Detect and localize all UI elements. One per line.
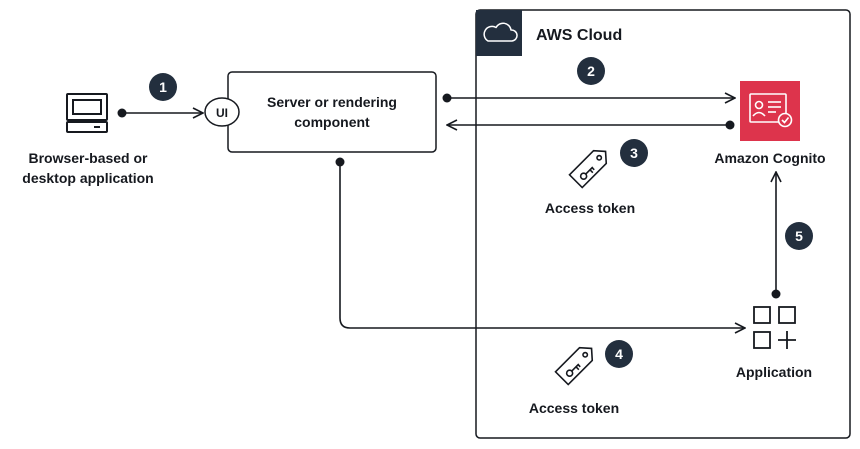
cloud-icon (476, 10, 522, 56)
access-token-label: Access token (529, 400, 619, 416)
access-token-icon (554, 346, 594, 386)
client-label-line1: Browser-based or (28, 150, 148, 166)
application-icon (753, 306, 796, 349)
step-badge-2: 2 (577, 57, 605, 85)
access-token-icon (568, 149, 608, 189)
aws-cloud-label: AWS Cloud (536, 27, 622, 44)
aws-cloud-group: AWS Cloud (475, 9, 851, 439)
svg-text:3: 3 (630, 145, 638, 161)
server-component: Server or rendering component (227, 71, 437, 153)
svg-text:2: 2 (587, 63, 595, 79)
ui-port-label: UI (216, 106, 228, 120)
step-badge-4: 4 (605, 340, 633, 368)
svg-text:4: 4 (615, 346, 623, 362)
laptop-icon (66, 93, 108, 133)
access-token-label: Access token (545, 200, 635, 216)
connector-server-to-cognito (442, 94, 736, 103)
step-badge-1: 1 (149, 73, 177, 101)
step-badge-5: 5 (785, 222, 813, 250)
cognito-label: Amazon Cognito (714, 150, 825, 166)
server-label-line2: component (294, 114, 370, 130)
connector-server-to-application (335, 157, 746, 329)
connector-client-to-ui (117, 109, 204, 118)
server-label-line1: Server or rendering (267, 94, 397, 110)
connector-cognito-to-server (447, 121, 735, 130)
application-label: Application (736, 364, 812, 380)
svg-text:5: 5 (795, 228, 803, 244)
connector-application-to-cognito (772, 172, 781, 299)
svg-text:1: 1 (159, 79, 167, 95)
client-label-line2: desktop application (22, 170, 153, 186)
cognito-icon (740, 81, 800, 141)
ui-port: UI (204, 97, 240, 127)
step-badge-3: 3 (620, 139, 648, 167)
